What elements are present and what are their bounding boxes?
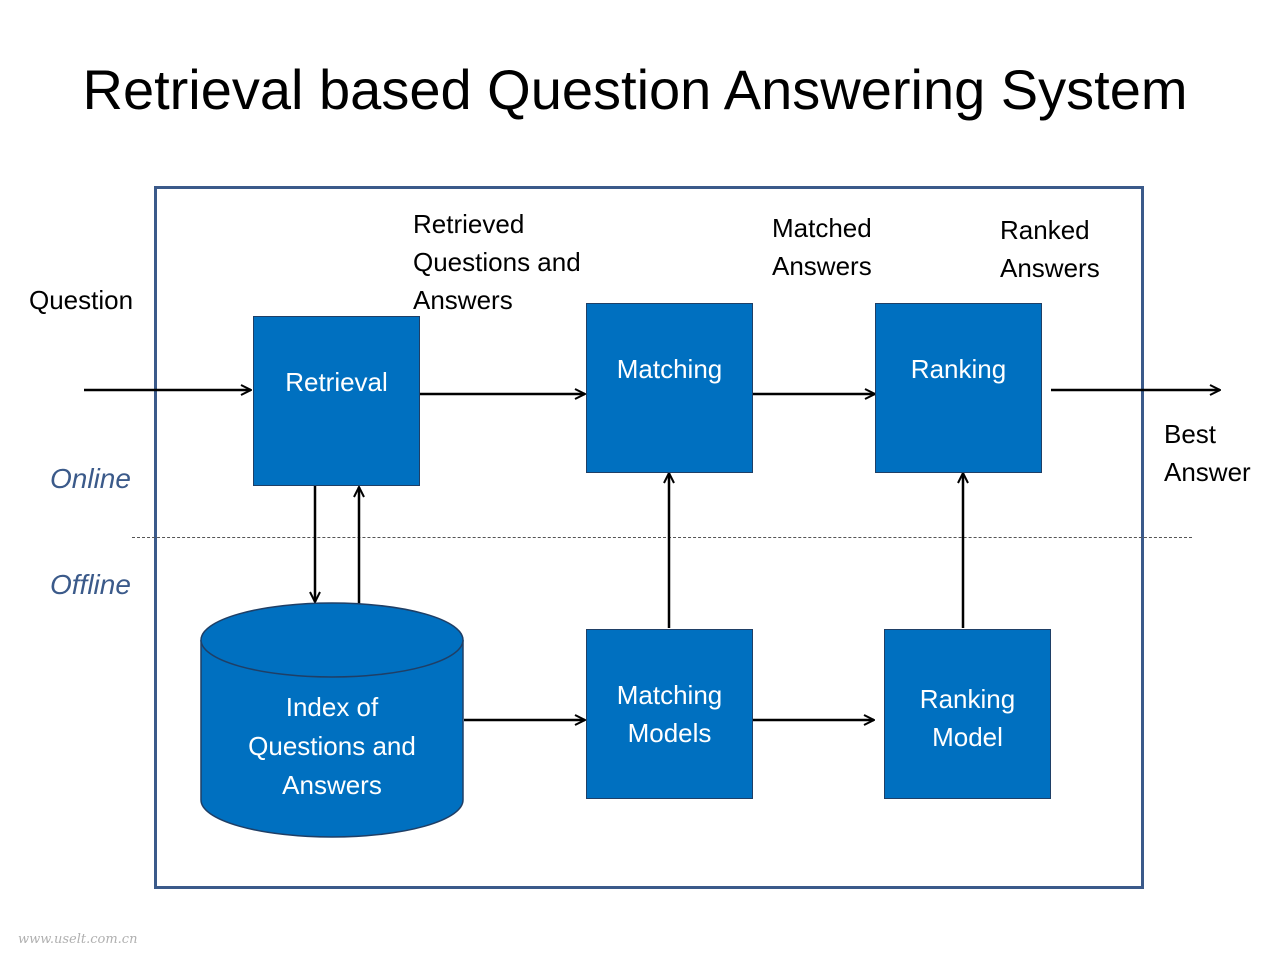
matched-label: Matched Answers [772,213,872,281]
retrieval-box: Retrieval [253,316,420,486]
page-title: Retrieval based Question Answering Syste… [82,58,1188,121]
matching-label: Matching [616,354,723,384]
retrieved-label: Retrieved Questions and Answers [413,209,581,315]
ranking-label: Ranking [910,354,1007,384]
watermark: www.uselt.com.cn [18,932,138,947]
ranking-model-box: Ranking Model [884,629,1051,799]
ranking-box: Ranking [875,303,1042,473]
index-label: Index of Questions and Answers [248,692,416,800]
offline-label: Offline [50,569,131,600]
online-label: Online [50,463,131,494]
ranked-label: Ranked Answers [1000,215,1100,283]
ranking-model-label: Ranking Model [919,684,1016,752]
matching-models-label: Matching Models [616,680,723,748]
matching-box: Matching [586,303,753,473]
online-offline-divider [132,537,1192,538]
best-answer-label: Best Answer [1164,419,1251,487]
matching-models-box: Matching Models [586,629,753,799]
question-label: Question [29,285,134,315]
retrieval-label: Retrieval [285,367,388,397]
index-database-icon [200,602,464,838]
